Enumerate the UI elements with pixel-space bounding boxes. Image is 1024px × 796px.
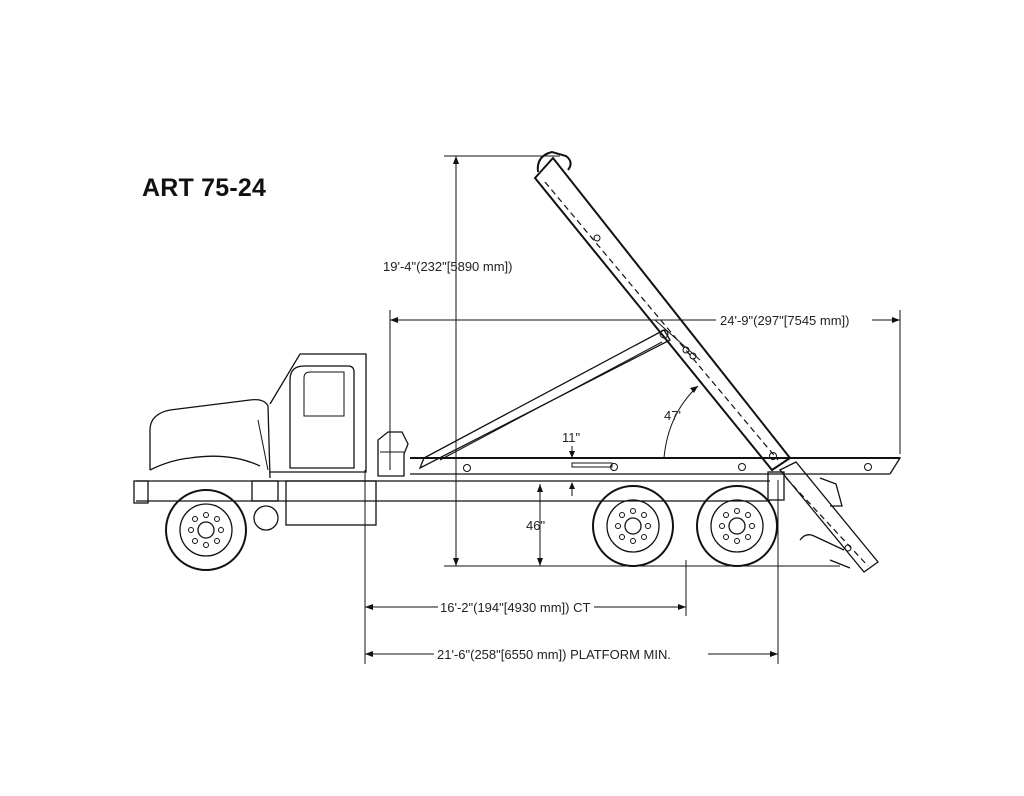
lift-arm: [533, 150, 792, 472]
truck-cab: [149, 353, 377, 526]
lift-height-label: 19'-4"(232"[5890 mm]): [383, 259, 513, 274]
ct-label: 16'-2"(194"[4930 mm]) CT: [440, 600, 590, 615]
rear-wheel-1: [592, 485, 674, 567]
rear-hook-assembly: [767, 461, 879, 573]
dimension-lines: [364, 155, 901, 664]
platform-label: 21'-6"(258"[6550 mm]) PLATFORM MIN.: [437, 647, 671, 662]
front-wheel: [165, 489, 279, 571]
frame-height-label: 46": [526, 518, 545, 533]
model-title: ART 75-24: [142, 174, 267, 202]
rear-wheel-2: [696, 485, 778, 567]
frame-gap-label: 11": [562, 430, 580, 445]
reach-label: 24'-9"(297"[7545 mm]): [720, 313, 850, 328]
angle-label: 47': [664, 408, 681, 423]
truck-frame: [133, 431, 902, 504]
hydraulic-cylinder: [418, 319, 701, 470]
